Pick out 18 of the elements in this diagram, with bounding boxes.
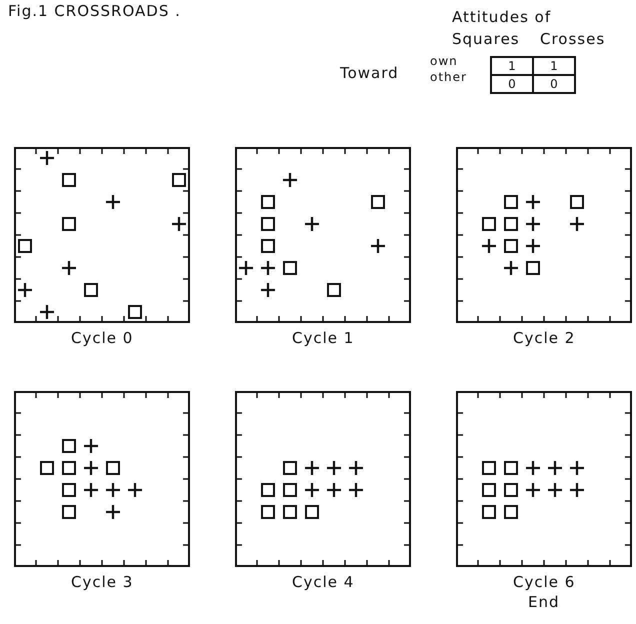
figure-title: Fig.1 CROSSROADS . [8,2,181,20]
cycle-caption: Cycle 2 [513,329,576,347]
row-label: own [430,54,458,68]
column-header: Squares [452,30,520,48]
cycle-caption: Cycle 6 [513,573,576,591]
column-header: Crosses [540,30,606,48]
row-heading: Toward [340,64,399,82]
row-label: other [430,70,467,84]
attitude-value: 1 [491,57,533,75]
cycle-caption: Cycle 1 [292,329,354,347]
attitude-value: 0 [533,75,575,93]
cycle-caption: Cycle 4 [292,573,354,591]
attitudes-heading: Attitudes of [452,8,552,26]
cycle-caption: Cycle 0 [71,329,134,347]
attitude-value: 0 [491,75,533,93]
attitude-value: 1 [533,57,575,75]
cycle-caption: Cycle 3 [71,573,134,591]
cycle-caption: End [528,593,560,611]
